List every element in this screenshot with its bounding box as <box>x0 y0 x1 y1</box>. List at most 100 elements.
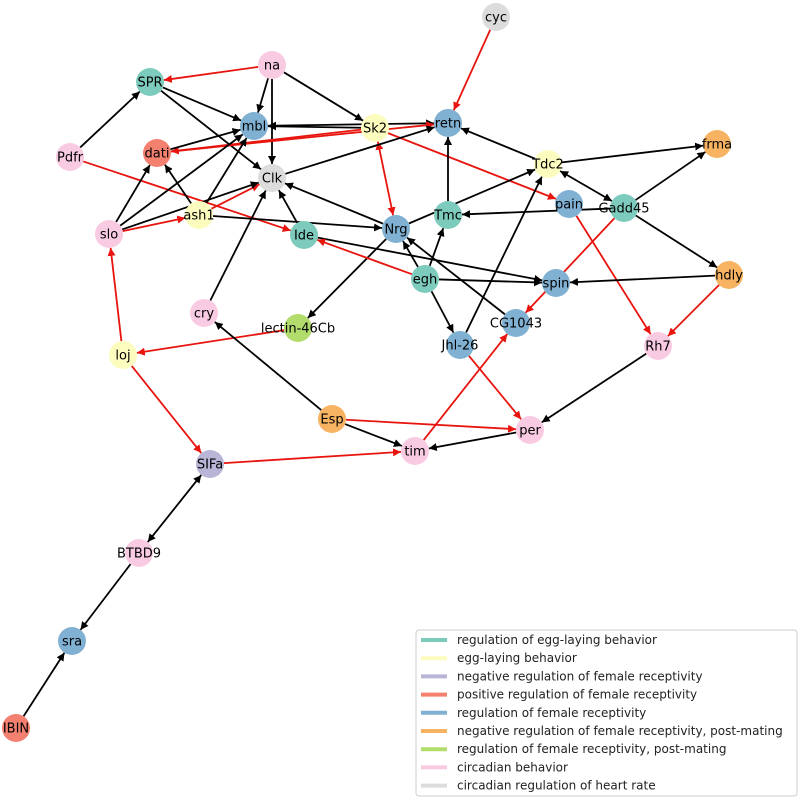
node-egg: egh <box>411 265 439 293</box>
node-label: retn <box>435 117 461 132</box>
node-Rh7: Rh7 <box>644 332 672 360</box>
node-circle <box>109 341 137 369</box>
node-circle <box>290 221 318 249</box>
node-hdly: hdly <box>715 261 743 289</box>
node-Clk: Clk <box>258 164 286 192</box>
node-SIFa: SIFa <box>196 450 224 478</box>
node-label: IBIN <box>3 722 29 737</box>
node-cry: cry <box>190 299 218 327</box>
node-circle <box>190 299 218 327</box>
edge-Pdfr-SPR <box>79 90 141 149</box>
legend-label: positive regulation of female receptivit… <box>457 688 697 702</box>
edge-Tdc2-retn <box>460 127 536 160</box>
node-label: hdly <box>715 269 743 284</box>
edge-hdly-spin <box>569 274 716 286</box>
legend-box <box>415 629 798 797</box>
node-circle <box>534 150 562 178</box>
edge-IBIN-sra <box>22 652 66 717</box>
node-Esp: Esp <box>318 405 346 433</box>
node-circle <box>2 714 30 742</box>
edge-lectin-loj <box>136 329 285 356</box>
edge-slo-mbl <box>119 133 244 227</box>
node-frma: frma <box>702 130 732 158</box>
node-circle <box>284 314 312 342</box>
node-loj: loj <box>109 341 137 369</box>
edge-slo-ash1 <box>122 215 186 232</box>
edge-mbl-retn <box>267 119 435 130</box>
legend-label: regulation of female receptivity <box>457 706 646 720</box>
node-sra: sra <box>58 627 86 655</box>
edge-hdly-Rh7 <box>667 284 720 337</box>
edge-Gadd45-hdly <box>635 214 718 269</box>
node-label: pain <box>555 198 583 213</box>
edge-Sk2-pain <box>387 132 557 200</box>
edge-Gadd45-CG1043 <box>524 217 616 314</box>
legend-label: negative regulation of female receptivit… <box>457 669 703 683</box>
node-circle <box>136 68 164 96</box>
edge-Nrg-Tdc2 <box>408 168 536 225</box>
node-Pdfr: Pdfr <box>56 143 84 171</box>
node-Sk2: Sk2 <box>361 114 389 142</box>
node-Tmc: Tmc <box>433 201 462 229</box>
node-label: SIFa <box>197 458 223 473</box>
legend-label: circadian regulation of heart rate <box>457 779 656 793</box>
edge-Esp-tim <box>344 423 403 447</box>
edge-na-SPR <box>163 66 259 83</box>
legend-label: regulation of egg-laying behavior <box>457 633 657 647</box>
node-circle <box>516 416 544 444</box>
edge-dati-retn <box>170 121 435 153</box>
node-label: egh <box>413 273 438 288</box>
legend-label: egg-laying behavior <box>457 651 577 665</box>
edge-loj-SIFa <box>131 365 202 454</box>
node-circle <box>411 265 439 293</box>
edge-SIFa-tim <box>223 448 402 465</box>
edge-Esp-per <box>345 418 517 433</box>
node-circle <box>502 309 530 337</box>
node-circle <box>715 261 743 289</box>
edge-cyc-retn <box>452 29 492 111</box>
node-label: na <box>264 59 280 74</box>
edge-tim-CG1043 <box>422 333 509 441</box>
edge-Jhl26-Tdc2 <box>465 176 543 333</box>
node-label: Gadd45 <box>598 202 649 217</box>
node-CG1043: CG1043 <box>490 309 542 337</box>
node-IBIN: IBIN <box>2 714 30 742</box>
node-lectin: lectin-46Cb <box>261 314 335 342</box>
edge-Gadd45-Tmc <box>461 207 611 219</box>
edge-BTBD9-SIFa <box>147 474 202 543</box>
node-tim: tim <box>401 437 429 465</box>
node-label: Esp <box>320 413 343 428</box>
node-label: lectin-46Cb <box>261 322 335 337</box>
node-circle <box>196 450 224 478</box>
node-circle <box>644 332 672 360</box>
edge-Jhl26-per <box>468 355 522 420</box>
node-label: Jhl-26 <box>441 339 479 354</box>
node-label: dati <box>145 147 170 162</box>
node-circle <box>95 220 123 248</box>
edge-Ide-Clk <box>278 189 298 224</box>
node-slo: slo <box>95 220 123 248</box>
edge-SPR-Clk <box>160 89 262 171</box>
node-label: Ide <box>294 229 314 244</box>
edge-egg-Tmc <box>428 227 445 267</box>
node-label: loj <box>115 349 130 364</box>
node-label: Rh7 <box>645 340 671 355</box>
node-label: Nrg <box>384 223 407 238</box>
node-circle <box>610 194 638 222</box>
node-label: mbl <box>242 120 267 135</box>
edge-Tdc2-Gadd45 <box>559 170 613 202</box>
node-circle <box>56 143 84 171</box>
node-circle <box>382 215 410 243</box>
edge-egg-Ide <box>316 238 413 276</box>
node-label: slo <box>100 228 118 243</box>
edge-Clk-retn <box>285 125 435 175</box>
node-Ide: Ide <box>290 221 318 249</box>
node-Jhl26: Jhl-26 <box>441 331 479 359</box>
node-circle <box>240 112 268 140</box>
edge-Nrg-Clk <box>284 182 384 225</box>
edge-Ide-spin <box>317 236 543 283</box>
edge-slo-dati <box>115 164 151 223</box>
node-circle <box>401 437 429 465</box>
edge-loj-slo <box>107 247 123 342</box>
